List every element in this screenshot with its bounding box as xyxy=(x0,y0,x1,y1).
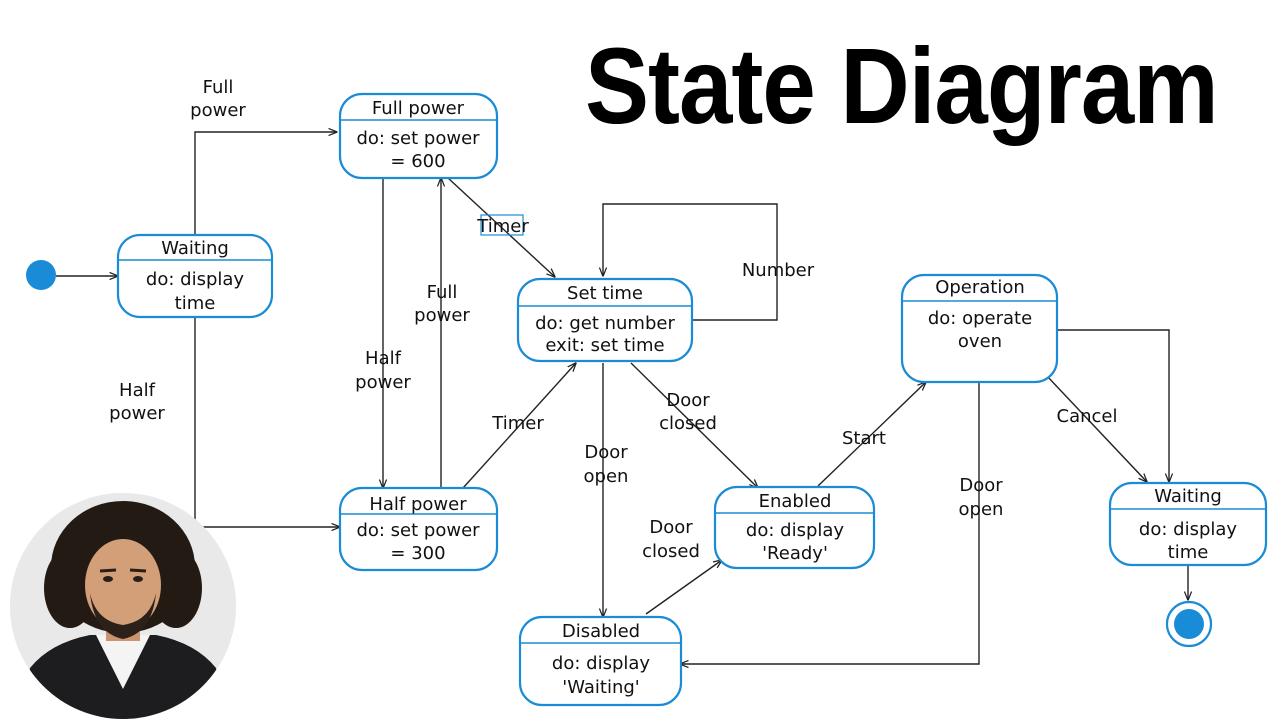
state-activity: 'Waiting' xyxy=(562,677,639,698)
diagram-title: State Diagram xyxy=(585,26,1219,147)
state-activity: = 600 xyxy=(390,151,445,172)
state-operation: Operation do: operate oven xyxy=(900,273,1059,384)
initial-node xyxy=(26,260,56,290)
label-half-full: power xyxy=(414,305,470,326)
state-name: Full power xyxy=(372,98,465,119)
edge-half-settime xyxy=(462,363,576,489)
state-activity: do: display xyxy=(552,653,650,674)
state-waiting-start: Waiting do: display time xyxy=(116,233,274,319)
label-waiting-half: power xyxy=(109,403,165,424)
state-full-power: Full power do: set power = 600 xyxy=(338,92,499,180)
label-operation-disabled: open xyxy=(959,499,1004,520)
state-activity: time xyxy=(1168,542,1209,563)
label-waiting-full: power xyxy=(190,100,246,121)
label-settime-disabled: open xyxy=(584,466,629,487)
state-half-power: Half power do: set power = 300 xyxy=(338,486,499,572)
state-activity: = 300 xyxy=(390,543,445,564)
label-enabled-operation: Start xyxy=(842,428,886,449)
state-activity: do: operate xyxy=(928,308,1032,329)
state-disabled: Disabled do: display 'Waiting' xyxy=(518,615,683,707)
label-settime-enabled: closed xyxy=(659,413,717,434)
state-waiting-end: Waiting do: display time xyxy=(1108,481,1268,567)
state-activity: oven xyxy=(958,331,1002,352)
state-activity: do: set power xyxy=(356,128,480,149)
state-name: Enabled xyxy=(759,491,832,512)
state-name: Half power xyxy=(369,494,467,515)
label-operation-waiting: Cancel xyxy=(1057,406,1118,427)
transition-labels: Full power Half power Half power Full po… xyxy=(109,77,1117,562)
state-activity: 'Ready' xyxy=(762,543,828,564)
edge-waiting-half xyxy=(194,317,340,527)
edge-disabled-enabled xyxy=(645,560,722,615)
edge-operation-waiting xyxy=(1057,329,1169,482)
label-full-half: power xyxy=(355,372,411,393)
state-enabled: Enabled do: display 'Ready' xyxy=(713,485,876,570)
edge-operation-waiting-cancel xyxy=(1045,374,1147,482)
state-activity: exit: set time xyxy=(545,335,664,356)
label-disabled-enabled: closed xyxy=(642,541,700,562)
edge-waiting-full xyxy=(194,132,337,235)
final-node xyxy=(1165,600,1213,648)
state-activity: do: display xyxy=(1139,519,1237,540)
state-name: Waiting xyxy=(1154,486,1222,507)
edge-settime-enabled xyxy=(630,362,758,488)
state-activity: do: display xyxy=(746,520,844,541)
edge-enabled-operation xyxy=(817,382,926,487)
state-activity: do: set power xyxy=(356,520,480,541)
state-name: Operation xyxy=(935,277,1025,298)
label-full-settime: Timer xyxy=(476,216,529,237)
label-half-full: Full xyxy=(427,282,458,303)
state-name: Waiting xyxy=(161,238,229,259)
edge-full-settime xyxy=(447,177,555,277)
presenter-avatar xyxy=(10,493,236,719)
edge-settime-self xyxy=(603,203,778,321)
edge-operation-disabled xyxy=(680,382,980,664)
label-waiting-half: Half xyxy=(119,380,156,401)
label-settime-enabled: Door xyxy=(666,390,710,411)
label-waiting-full: Full xyxy=(203,77,234,98)
label-disabled-enabled: Door xyxy=(649,517,693,538)
label-highlight-box xyxy=(480,214,524,236)
label-full-half: Half xyxy=(365,348,402,369)
state-activity: do: get number xyxy=(535,313,675,334)
state-set-time: Set time do: get number exit: set time xyxy=(516,277,694,363)
transition-edges xyxy=(56,132,1188,664)
state-name: Set time xyxy=(567,283,643,304)
label-half-settime: Timer xyxy=(491,413,544,434)
state-name: Disabled xyxy=(562,621,640,642)
state-activity: do: display xyxy=(146,269,244,290)
label-operation-disabled: Door xyxy=(959,475,1003,496)
state-activity: time xyxy=(175,293,216,314)
label-settime-disabled: Door xyxy=(584,442,628,463)
person-photo-icon xyxy=(10,493,236,719)
label-settime-self: Number xyxy=(742,260,815,281)
